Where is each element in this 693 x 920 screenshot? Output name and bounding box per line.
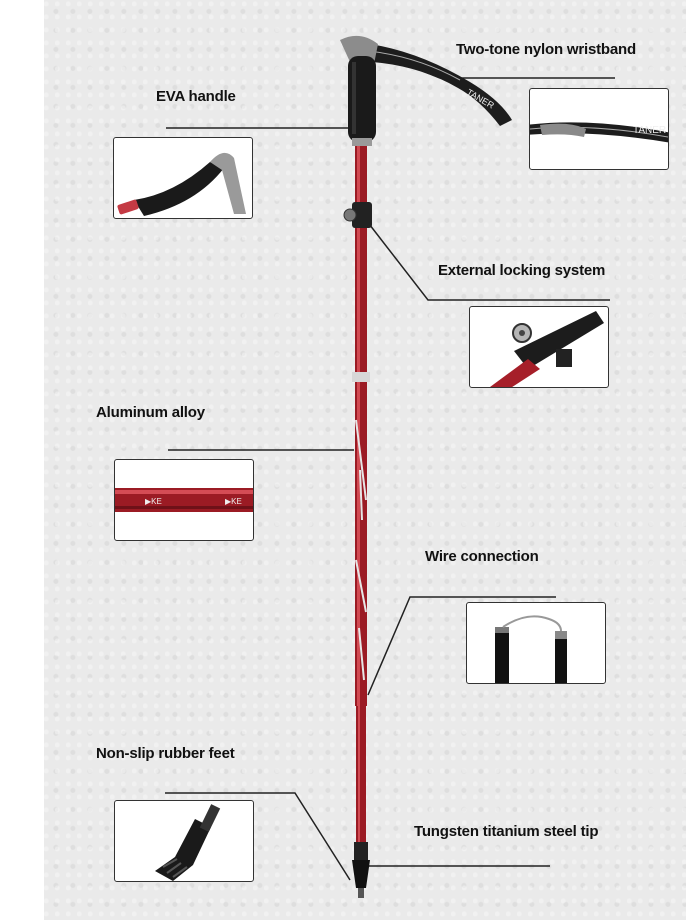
svg-text:▶KE: ▶KE <box>145 497 162 506</box>
label-steel-tip: Tungsten titanium steel tip <box>414 823 599 840</box>
wristband-photo-icon: TANER <box>530 122 668 143</box>
photo-rubber-feet <box>114 800 254 882</box>
wire-photo-icon <box>495 615 567 683</box>
feet-photo-icon <box>155 804 221 881</box>
lock-photo-icon <box>490 311 604 387</box>
label-eva-handle: EVA handle <box>156 88 236 105</box>
label-locking-system: External locking system <box>438 262 606 279</box>
label-wristband: Two-tone nylon wristband <box>456 41 636 58</box>
photo-wire-connection <box>466 602 606 684</box>
label-rubber-feet: Non-slip rubber feet <box>96 745 235 762</box>
photo-wristband: TANER <box>529 88 669 170</box>
strap-text-detail: TANER <box>633 125 666 136</box>
photo-locking-system <box>469 306 609 388</box>
grip-illustration <box>348 56 376 146</box>
pole-shaft <box>343 146 372 898</box>
photo-eva-handle <box>113 137 253 219</box>
leader-lines <box>165 65 615 881</box>
alloy-photo-icon: ▶KE ▶KE <box>115 488 253 512</box>
svg-text:▶KE: ▶KE <box>225 497 242 506</box>
label-wire-connection: Wire connection <box>425 548 539 565</box>
handle-photo-icon <box>117 152 246 216</box>
label-aluminum-alloy: Aluminum alloy <box>96 404 205 421</box>
photo-aluminum-alloy: ▶KE ▶KE <box>114 459 254 541</box>
